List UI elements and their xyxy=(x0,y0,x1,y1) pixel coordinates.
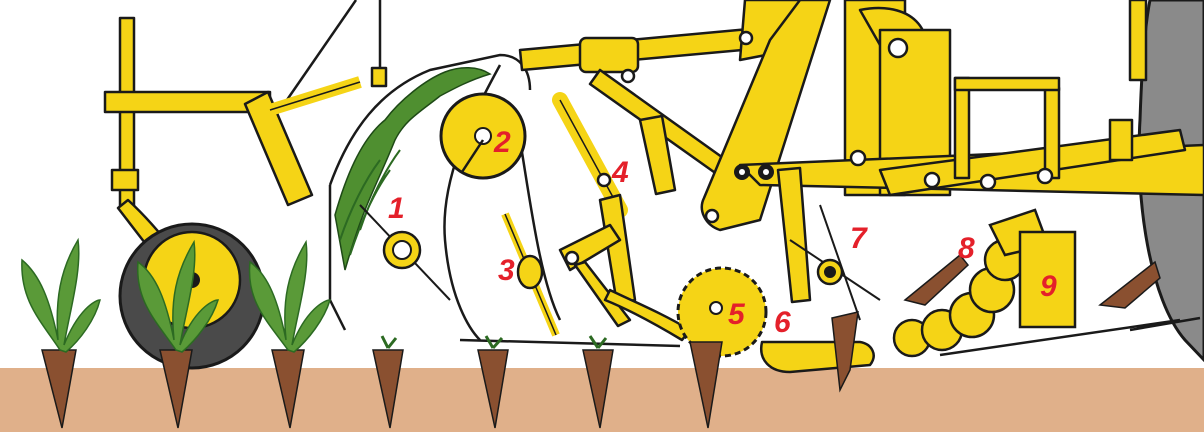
label-2: 2 xyxy=(493,126,511,159)
label-8: 8 xyxy=(958,232,975,265)
cleaning-rotor-7 xyxy=(789,204,881,321)
leaf-stream-detail xyxy=(339,149,401,256)
label-6: 6 xyxy=(774,306,791,339)
gauge-wheel xyxy=(118,222,266,370)
beet-row xyxy=(21,237,723,429)
label-1: 1 xyxy=(388,192,405,225)
label-3: 3 xyxy=(498,254,515,287)
label-7: 7 xyxy=(850,222,868,255)
beet-plant xyxy=(248,239,332,429)
hopper-9 xyxy=(939,230,1201,357)
scalper-3 xyxy=(501,212,560,337)
right-chassis xyxy=(738,0,1204,197)
beet-plant xyxy=(136,239,220,429)
lifting-wheel-5 xyxy=(676,266,768,358)
label-4: 4 xyxy=(611,156,629,189)
frame-pivots xyxy=(734,164,774,180)
lifter-arm-4 xyxy=(552,92,692,342)
leaf-stream xyxy=(334,67,492,271)
topper-drum-2 xyxy=(439,92,527,180)
roller-elevator-8 xyxy=(892,208,1050,358)
topped-beet xyxy=(372,341,723,429)
label-9: 9 xyxy=(1040,270,1057,303)
label-5: 5 xyxy=(728,298,746,331)
beet-plant xyxy=(21,237,101,429)
beet-stubs xyxy=(380,335,608,350)
lifted-beets xyxy=(831,253,1161,393)
rotor-1 xyxy=(359,204,451,301)
